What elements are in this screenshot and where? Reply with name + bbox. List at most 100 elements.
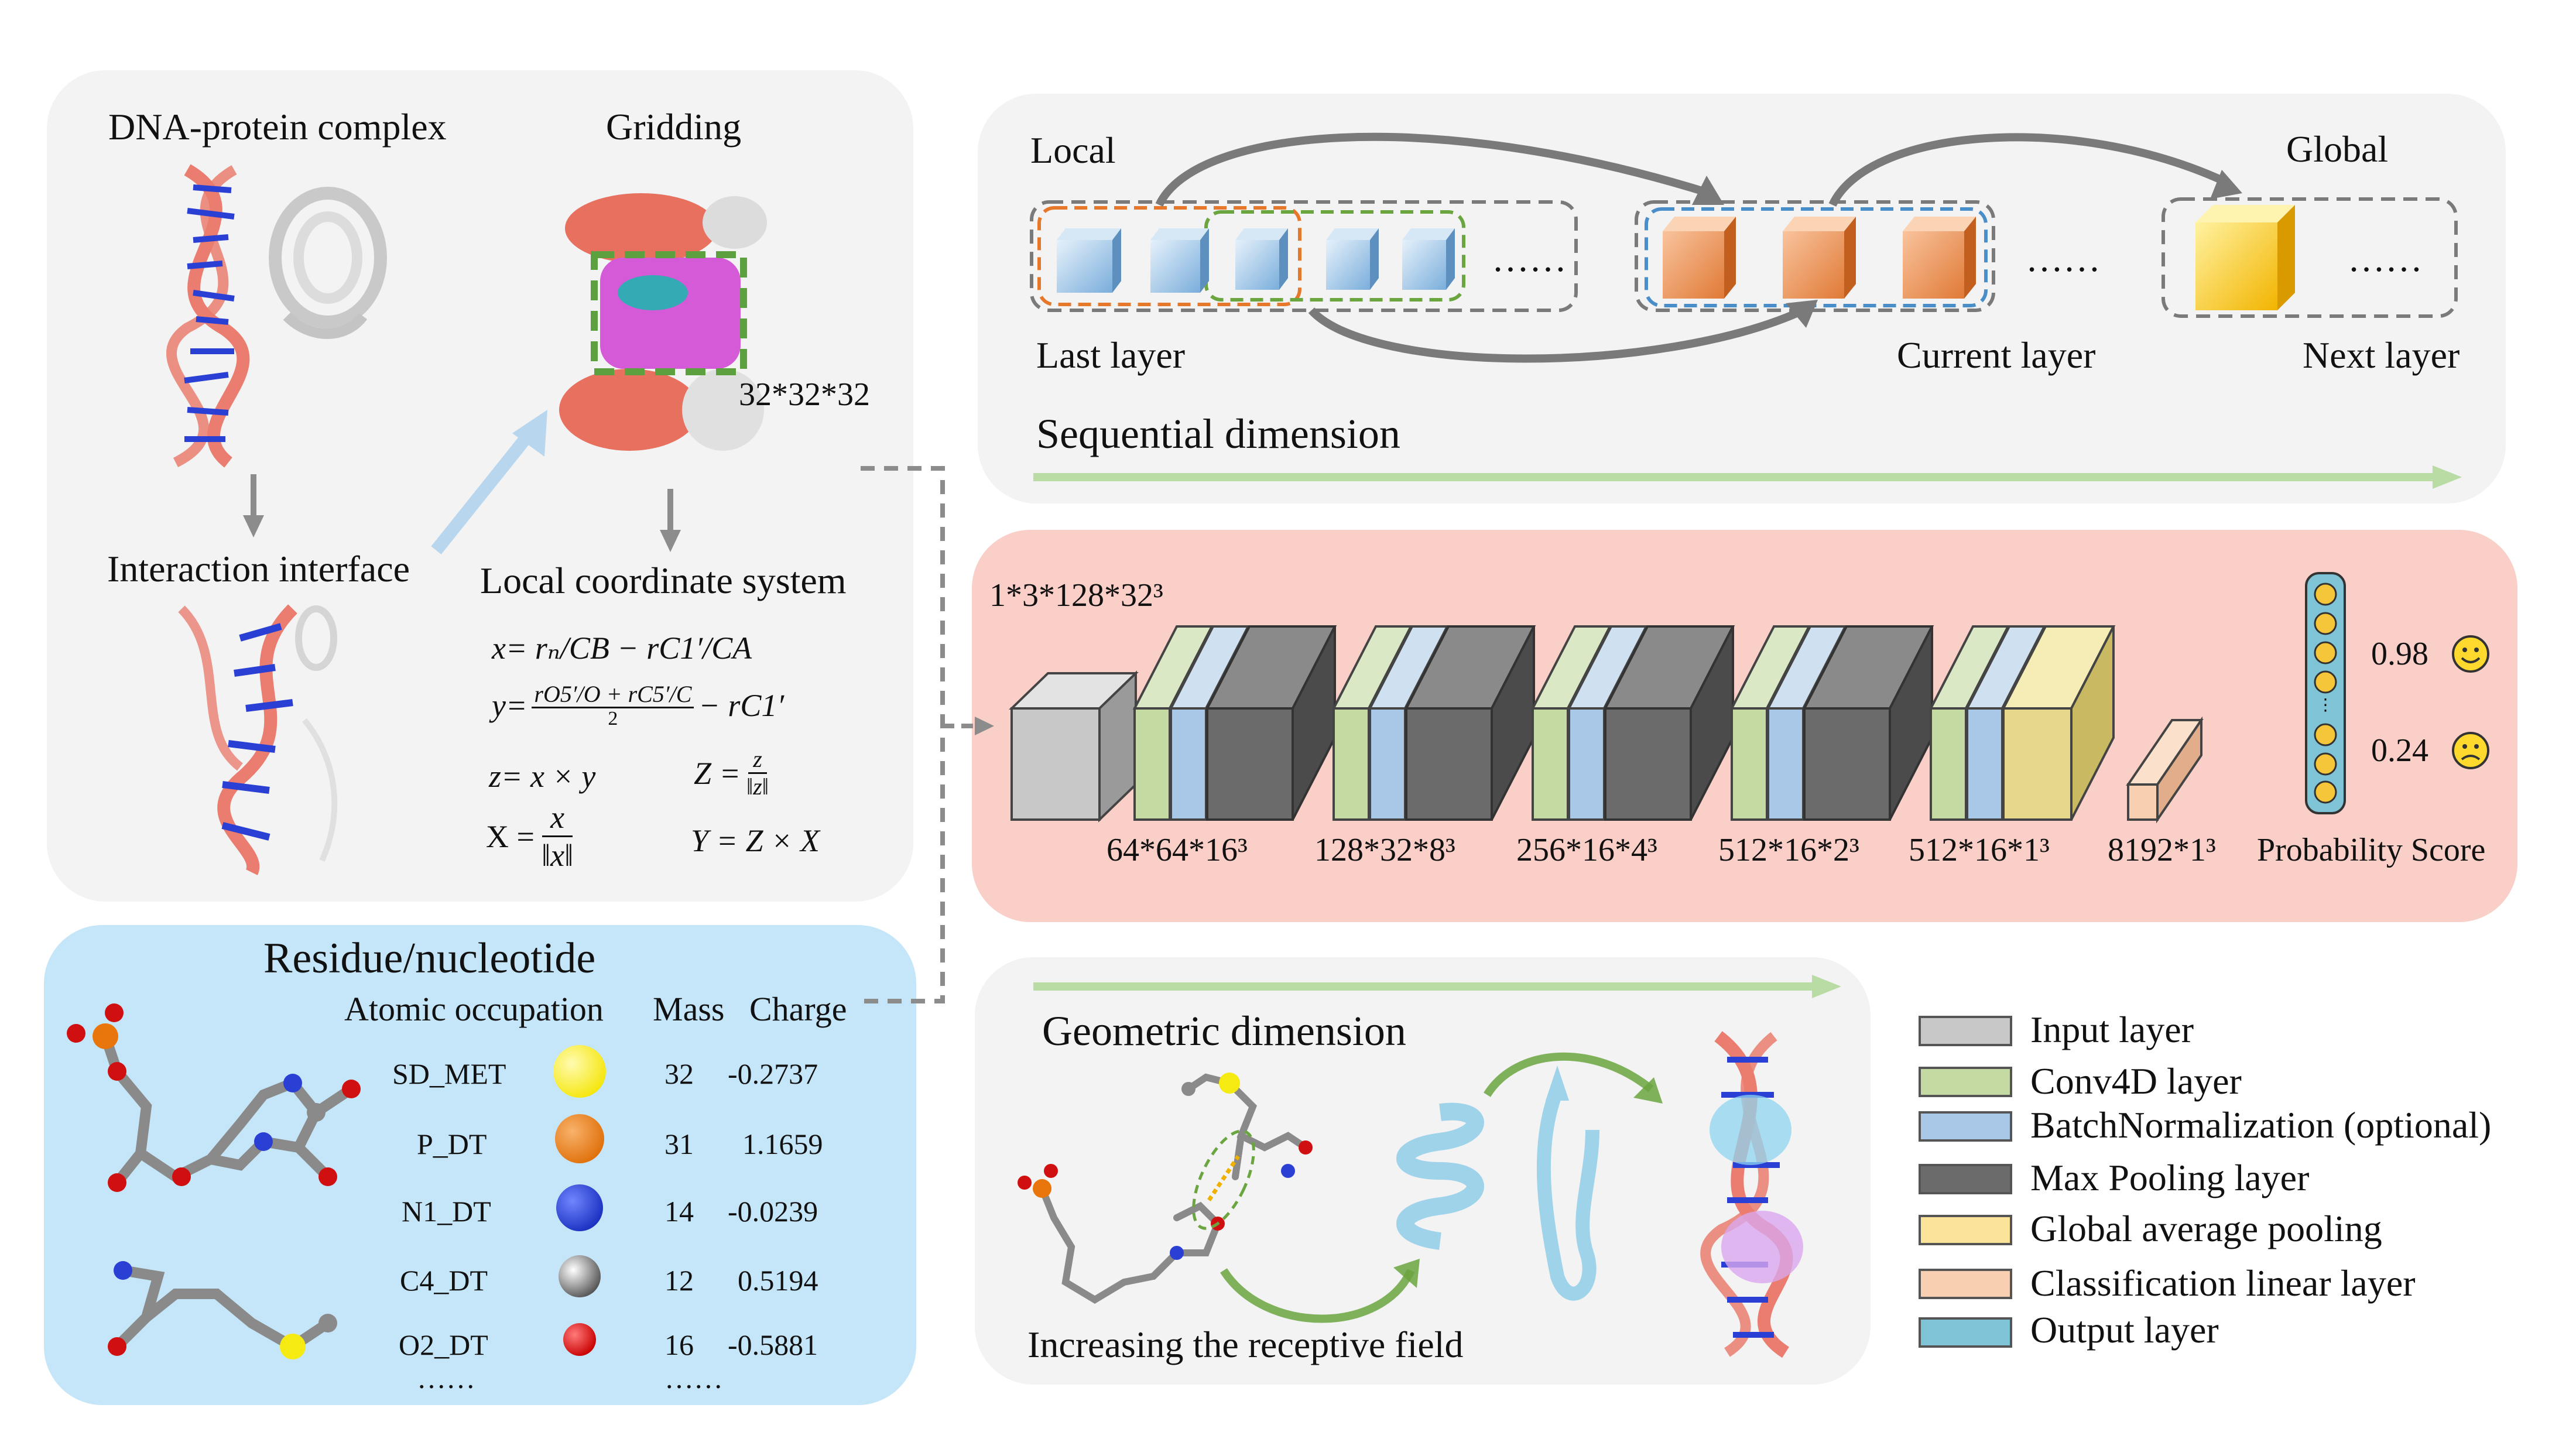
input-shape: 1*3*128*32³ bbox=[989, 577, 1163, 614]
atom-charge: -0.0239 bbox=[728, 1195, 818, 1228]
atom-charge: 1.1659 bbox=[742, 1128, 823, 1160]
col-charge: Charge bbox=[749, 990, 847, 1028]
eq1-rhs: rₙ/CB − rC1′/CA bbox=[535, 631, 752, 666]
sequential-diagram bbox=[1030, 132, 2458, 363]
score-high: 0.98 bbox=[2371, 636, 2428, 672]
eq4-fraction: z ‖z‖ bbox=[746, 746, 769, 800]
atom-name: N1_DT bbox=[402, 1195, 491, 1228]
sphere-n1-dt bbox=[556, 1184, 603, 1231]
legend-swatch-output bbox=[1919, 1317, 2012, 1348]
frown-icon bbox=[2452, 732, 2489, 769]
dna-protein-illustration bbox=[166, 164, 387, 468]
shape-label: 512*16*2³ bbox=[1718, 832, 1859, 868]
atom-mass: 32 bbox=[664, 1057, 694, 1090]
eq4-den: ‖z‖ bbox=[746, 773, 769, 800]
equation-X: X = x ‖x‖ bbox=[486, 799, 573, 873]
residue-ellipsis: …… bbox=[664, 1362, 723, 1395]
gridding-illustration bbox=[559, 193, 767, 451]
atom-charge: -0.5881 bbox=[728, 1328, 818, 1361]
atom-name: C4_DT bbox=[400, 1264, 488, 1297]
shape-label: 256*16*4³ bbox=[1516, 832, 1657, 868]
met-molecule bbox=[108, 1261, 337, 1359]
eq2-num: rO5′/O + rC5′/C bbox=[532, 682, 694, 708]
smile-icon bbox=[2452, 635, 2489, 673]
shape-label: 8192*1³ bbox=[2108, 832, 2216, 868]
eq4-lhs: Z = bbox=[694, 755, 741, 791]
local-label: Local bbox=[1030, 129, 1116, 171]
eq5-fraction: x ‖x‖ bbox=[542, 799, 573, 873]
eq4-num: z bbox=[748, 746, 767, 774]
next-layer-label: Next layer bbox=[2303, 334, 2460, 376]
atom-mass: 12 bbox=[664, 1264, 694, 1297]
col-mass: Mass bbox=[653, 990, 725, 1028]
legend-label: Output layer bbox=[2030, 1309, 2219, 1351]
complex-title: DNA-protein complex bbox=[108, 106, 447, 148]
legend-label: Input layer bbox=[2030, 1009, 2194, 1050]
interface-label: Interaction interface bbox=[107, 548, 410, 590]
legend-swatch-linear bbox=[1919, 1269, 2012, 1299]
output-layer: ⋮ bbox=[2305, 572, 2346, 814]
sphere-c4-dt bbox=[559, 1255, 601, 1297]
network-architecture bbox=[1009, 625, 2204, 824]
seq-dots: …… bbox=[2348, 238, 2423, 279]
eq2-den: 2 bbox=[608, 708, 618, 729]
atom-charge: -0.2737 bbox=[728, 1057, 818, 1090]
geometric-title: Geometric dimension bbox=[1042, 1008, 1406, 1054]
atom-name: P_DT bbox=[417, 1128, 487, 1160]
sequential-progress-arrow bbox=[1033, 465, 2462, 489]
equation-Y: Y = Z × X bbox=[691, 823, 820, 858]
legend-swatch-gap bbox=[1919, 1215, 2012, 1245]
eq5-num: x bbox=[542, 799, 573, 838]
last-layer-label: Last layer bbox=[1036, 334, 1186, 376]
geometric-progress-arrow bbox=[1033, 975, 1841, 998]
eq2-lhs: y= bbox=[492, 688, 527, 724]
equation-z: z= x × y bbox=[489, 759, 596, 794]
gridding-title: Gridding bbox=[606, 106, 742, 148]
atom-name: O2_DT bbox=[399, 1328, 488, 1361]
legend-swatch-maxpool bbox=[1919, 1164, 2012, 1194]
interface-illustration bbox=[178, 604, 338, 875]
eq2-fraction: rO5′/O + rC5′/C 2 bbox=[532, 682, 694, 729]
legend-label: Max Pooling layer bbox=[2030, 1157, 2310, 1198]
prob-label: Probability Score bbox=[2257, 832, 2486, 868]
legend-swatch-conv4d bbox=[1919, 1067, 2012, 1097]
grid-size-label: 32*32*32 bbox=[739, 376, 870, 413]
sphere-sd-met bbox=[553, 1045, 606, 1098]
shape-label: 128*32*8³ bbox=[1314, 832, 1455, 868]
equation-x: x= rₙ/CB − rC1′/CA bbox=[492, 629, 752, 666]
residue-title: Residue/nucleotide bbox=[263, 934, 596, 982]
legend-label: Global average pooling bbox=[2030, 1208, 2382, 1249]
geometric-illustration bbox=[1018, 1031, 1803, 1358]
atom-mass: 16 bbox=[664, 1328, 694, 1361]
shape-label: 64*64*16³ bbox=[1107, 832, 1248, 868]
legend-label: Conv4D layer bbox=[2030, 1060, 2242, 1102]
blue-arrow bbox=[431, 410, 547, 554]
equation-Z: Z = z ‖z‖ bbox=[694, 746, 769, 800]
eq5-lhs: X = bbox=[486, 818, 535, 854]
col-occupation: Atomic occupation bbox=[344, 990, 604, 1028]
legend-swatch-batchnorm bbox=[1919, 1111, 2012, 1142]
atom-name: SD_MET bbox=[392, 1057, 506, 1090]
down-arrow-left bbox=[243, 474, 264, 537]
seq-dots: …… bbox=[2026, 238, 2101, 279]
eq1-lhs: x= bbox=[492, 631, 527, 666]
residue-ellipsis: …… bbox=[417, 1362, 475, 1395]
score-low: 0.24 bbox=[2371, 732, 2428, 769]
coord-title: Local coordinate system bbox=[480, 560, 847, 601]
down-arrow-right bbox=[660, 489, 681, 552]
seq-dots: …… bbox=[1492, 238, 1567, 279]
eq2-rest: − rC1′ bbox=[698, 688, 785, 724]
atom-mass: 31 bbox=[664, 1128, 694, 1160]
dashed-connector bbox=[861, 466, 994, 1003]
svg-text:⋮: ⋮ bbox=[2317, 695, 2334, 714]
atom-spheres bbox=[553, 1045, 606, 1356]
geometric-caption: Increasing the receptive field bbox=[1027, 1324, 1464, 1365]
equation-y: y= rO5′/O + rC5′/C 2 − rC1′ bbox=[492, 682, 784, 729]
global-label: Global bbox=[2286, 128, 2389, 170]
legend-swatch-input bbox=[1919, 1016, 2012, 1046]
legend-label: Classification linear layer bbox=[2030, 1262, 2416, 1304]
shape-label: 512*16*1³ bbox=[1909, 832, 2050, 868]
nucleotide-molecule bbox=[67, 1003, 361, 1192]
eq5-den: ‖x‖ bbox=[541, 838, 574, 873]
sphere-o2-dt bbox=[563, 1323, 596, 1356]
